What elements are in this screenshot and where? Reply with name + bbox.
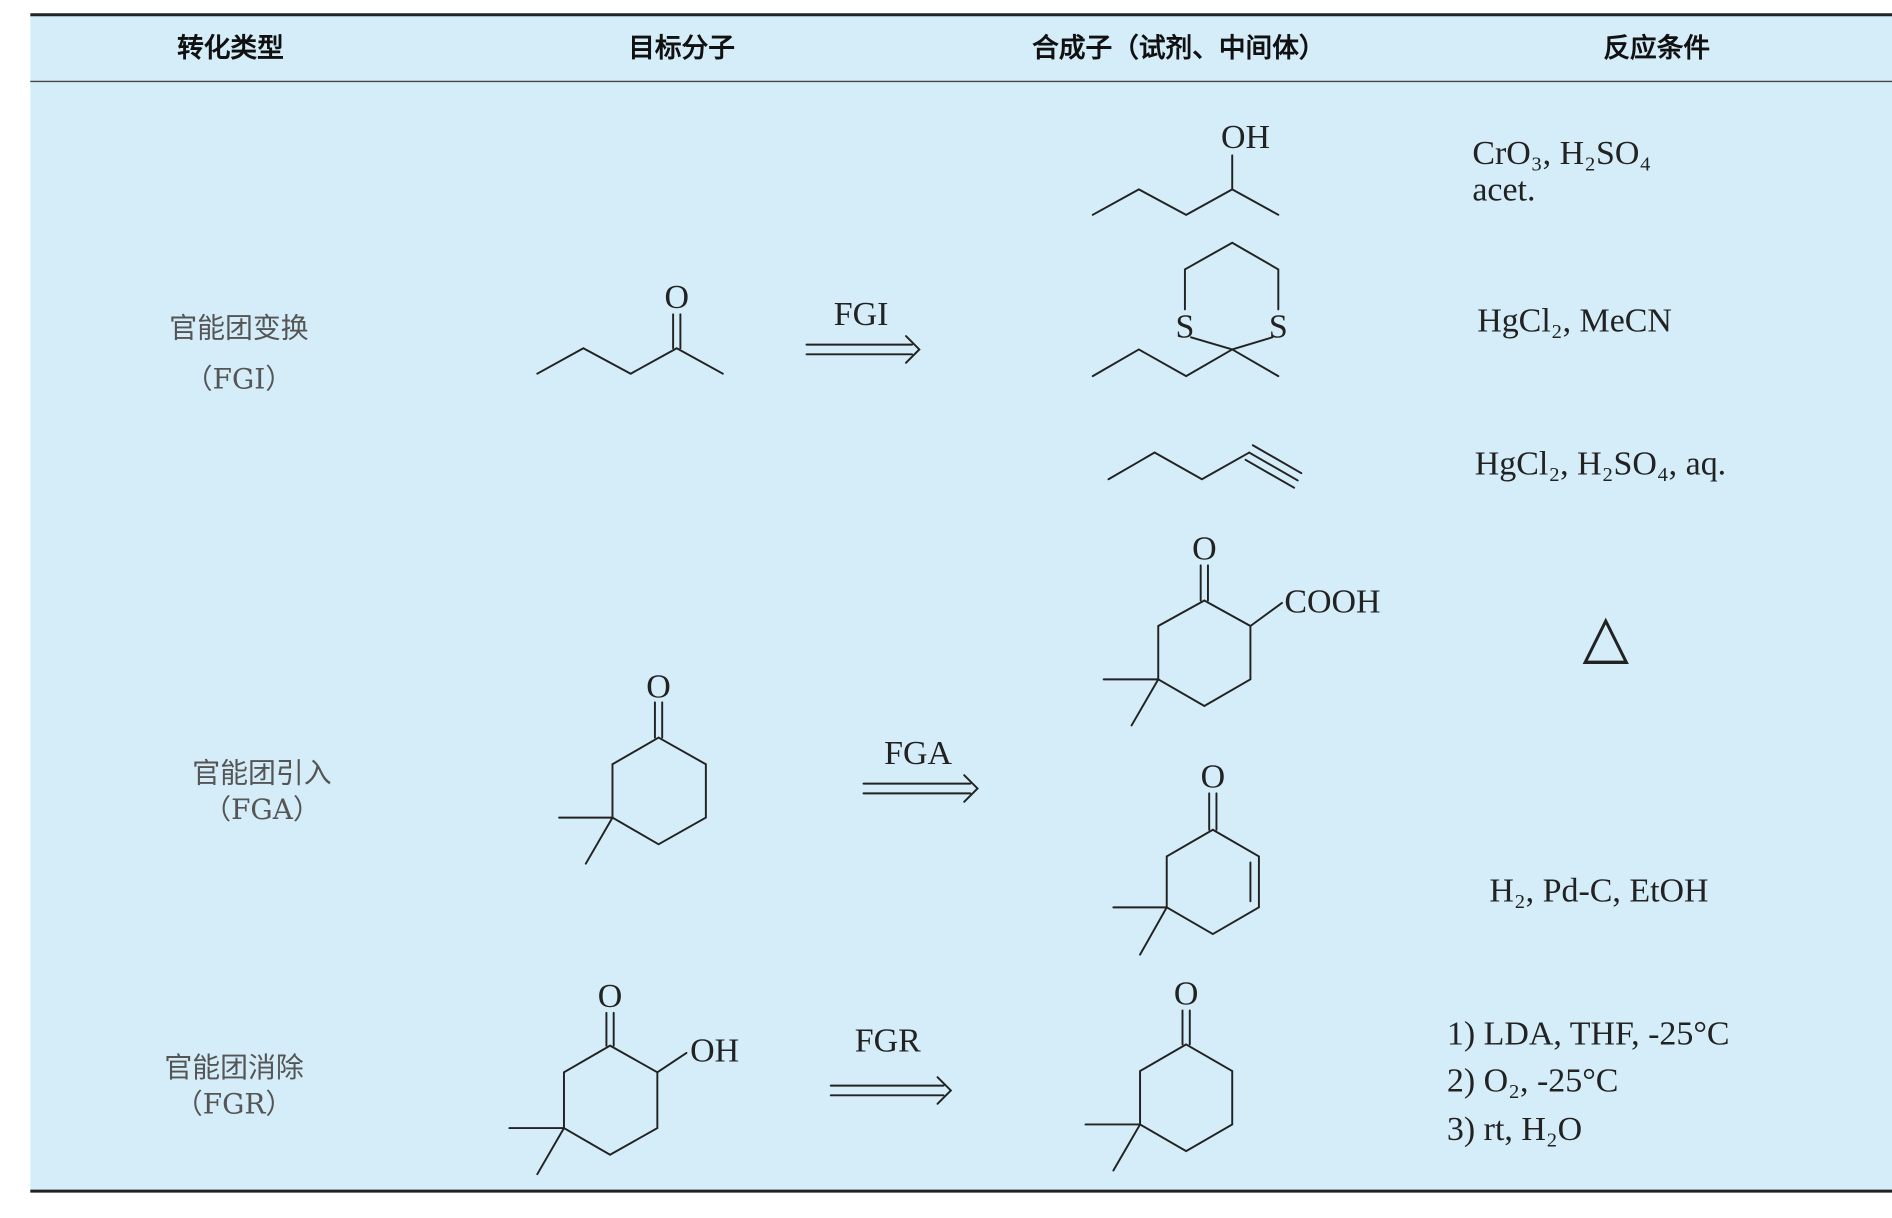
atom-label: O (598, 978, 623, 1015)
conditions-line: acet. (1472, 171, 1535, 208)
atom-label: S (1269, 308, 1288, 345)
conditions-line: 1) LDA, THF, -25°C (1447, 1015, 1730, 1052)
heat-symbol: △ (1582, 603, 1629, 670)
atom-label: OH (1221, 119, 1270, 156)
conditions-line: H₂, Pd-C, EtOH (1489, 872, 1708, 909)
header-conversion-type: 转化类型 (177, 33, 284, 64)
arrow-label: FGR (855, 1023, 921, 1060)
atom-label: S (1175, 308, 1194, 345)
target-pentan-2-one: O (536, 279, 724, 375)
header-target-molecule: 目标分子 (628, 33, 735, 64)
row-abbr-fgi: （FGI） (185, 362, 293, 395)
arrow-label: FGI (834, 296, 889, 333)
conditions-line: CrO₃, H₂SO₄ (1472, 135, 1651, 172)
row-abbr-fga: （FGA） (203, 793, 320, 826)
synthon-dithiane: S S (1091, 241, 1288, 378)
atom-label: O (1192, 530, 1217, 567)
header-conditions: 反应条件 (1603, 33, 1710, 64)
conditions-line: 2) O₂, -25°C (1447, 1063, 1619, 1100)
conditions-line: HgCl₂, MeCN (1477, 302, 1672, 339)
atom-label: COOH (1284, 584, 1380, 621)
row-type-fgr: 官能团消除 (164, 1051, 303, 1084)
row-type-fgi: 官能团变换 (169, 311, 308, 344)
atom-label: O (646, 669, 671, 706)
synthon-pentan-2-ol: OH (1091, 119, 1280, 216)
synthon-dimethylcyclohexanone: O (1084, 975, 1234, 1172)
arrow-label: FGA (884, 735, 952, 772)
synthon-keto-acid: O COOH (1102, 530, 1381, 727)
conditions-line: 3) rt, H₂O (1447, 1111, 1582, 1148)
conditions-line: HgCl₂, H₂SO₄, aq. (1475, 445, 1726, 482)
target-dimethylcyclohexanone: O (558, 669, 707, 865)
synthon-enone: O (1112, 758, 1260, 956)
atom-label: O (1174, 975, 1199, 1012)
retro-arrow-fgi: FGI (805, 296, 921, 364)
header-synthons: 合成子（试剂、中间体） (1032, 33, 1325, 64)
row-abbr-fgr: （FGR） (175, 1088, 293, 1121)
row-type-fga: 官能团引入 (192, 756, 331, 789)
table-background (30, 14, 1892, 1192)
atom-label: O (664, 279, 689, 316)
retro-arrow-fgr: FGR (829, 1023, 953, 1105)
retro-arrow-fga: FGA (862, 735, 979, 803)
atom-label: OH (690, 1032, 739, 1069)
target-hydroxy-ketone: O OH (508, 978, 739, 1176)
atom-label: O (1201, 758, 1226, 795)
synthon-pent-1-yne (1107, 444, 1303, 489)
